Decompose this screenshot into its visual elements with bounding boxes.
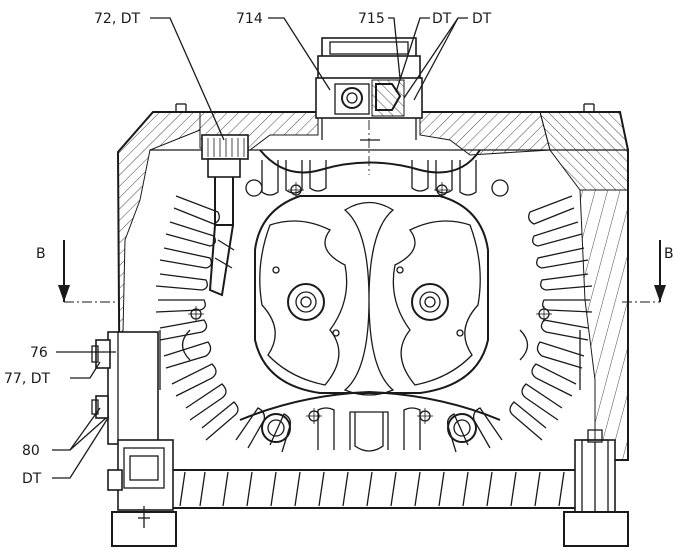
bolt-holes (188, 179, 552, 424)
label-dt-top-2: DT (472, 11, 492, 27)
label-dt-top-1: DT (432, 11, 452, 27)
label-714: 714 (236, 11, 263, 27)
left-rotor-shaft (287, 283, 325, 321)
label-76: 76 (30, 345, 48, 361)
pump-base (107, 429, 629, 547)
section-marker-left (58, 240, 116, 303)
housing-right-corner-section (539, 111, 629, 191)
side-plate-76 (107, 331, 159, 445)
oil-plug-72 (201, 134, 249, 297)
label-section-b-left: B (36, 246, 46, 262)
label-80: 80 (22, 443, 40, 459)
bottom-bearings (261, 412, 477, 452)
label-dt-bottom: DT (22, 471, 42, 487)
left-claw-rotor (259, 220, 348, 386)
bolt-80 (95, 395, 109, 419)
bolt-77 (95, 339, 111, 369)
left-side-cover (91, 331, 159, 445)
label-77-dt: 77, DT (4, 371, 50, 387)
label-72-dt: 72, DT (94, 11, 140, 27)
rotor-chamber (159, 179, 581, 424)
housing-top-right-section (419, 111, 551, 156)
label-section-b-right: B (664, 246, 674, 262)
right-claw-rotor (392, 220, 481, 386)
valve-screw (341, 87, 363, 109)
housing-right-wall-section (579, 189, 629, 461)
right-rotor-shaft (411, 283, 449, 321)
leader-lines (52, 17, 468, 479)
section-marker-right (622, 240, 666, 303)
label-715: 715 (358, 11, 385, 27)
right-foot-pad (563, 511, 629, 547)
top-valve-assembly (315, 37, 423, 175)
